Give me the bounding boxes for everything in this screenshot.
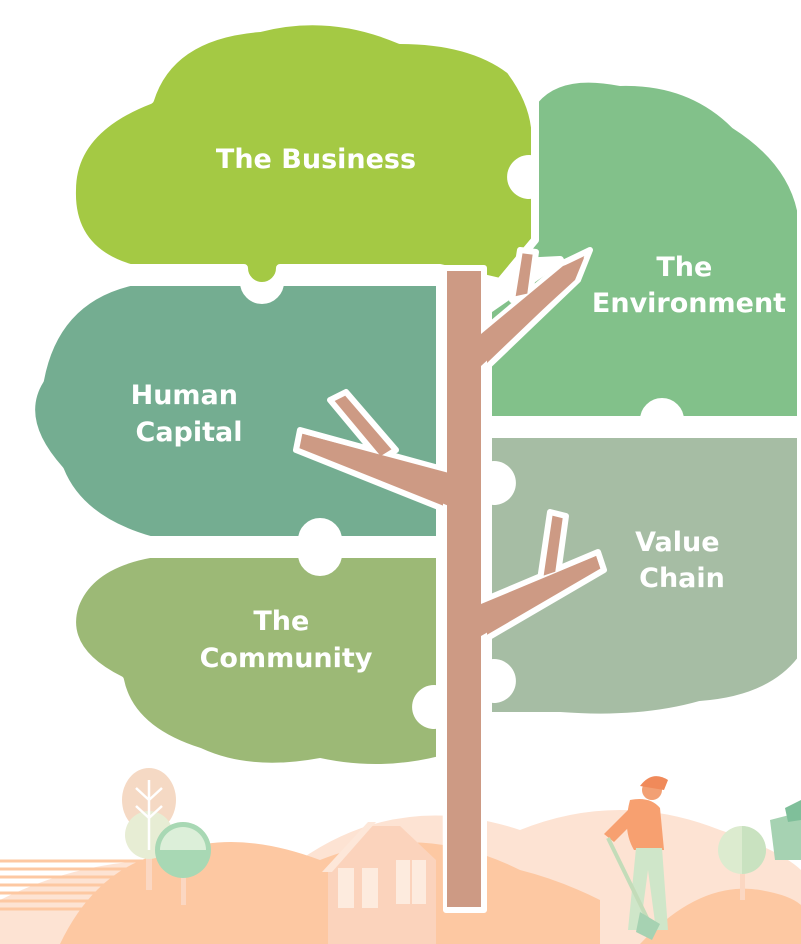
puzzle-piece-community <box>68 550 444 772</box>
puzzle-piece-environment <box>484 74 801 424</box>
label-human-capital-line-2: Capital <box>136 417 243 448</box>
house-illustration <box>322 822 436 944</box>
label-community-line-1: The <box>253 606 309 637</box>
label-value-chain-line-1: Value <box>635 527 719 558</box>
trunk-fill <box>301 258 600 907</box>
puzzle-pieces <box>27 17 801 772</box>
label-business: The Business <box>216 144 416 175</box>
branch-upper-right-twig <box>509 247 539 303</box>
hill-right <box>640 888 801 944</box>
label-human-capital-line-1: Human <box>131 380 238 411</box>
label-value-chain: Value Chain <box>635 527 729 594</box>
background-scene <box>0 768 801 944</box>
label-environment-line-2: Environment <box>592 288 786 319</box>
field-stripes <box>0 859 150 911</box>
label-business-line-1: The Business <box>216 144 416 175</box>
small-tree-left-2 <box>155 822 211 905</box>
puzzle-piece-value-chain <box>484 430 801 722</box>
label-human-capital: Human Capital <box>131 380 248 448</box>
small-tree-right <box>718 800 801 900</box>
label-community: The Community <box>200 606 373 674</box>
puzzle-piece-human-capital <box>27 278 444 544</box>
segment-labels: The Business The Environment Human Capit… <box>131 144 787 674</box>
label-community-line-2: Community <box>200 643 373 674</box>
label-environment: The Environment <box>592 252 786 319</box>
gardener-illustration <box>604 776 668 940</box>
label-value-chain-line-2: Chain <box>639 563 725 594</box>
puzzle-piece-business <box>67 17 540 290</box>
label-environment-line-1: The <box>656 252 712 283</box>
branch-left-twig <box>327 389 399 463</box>
